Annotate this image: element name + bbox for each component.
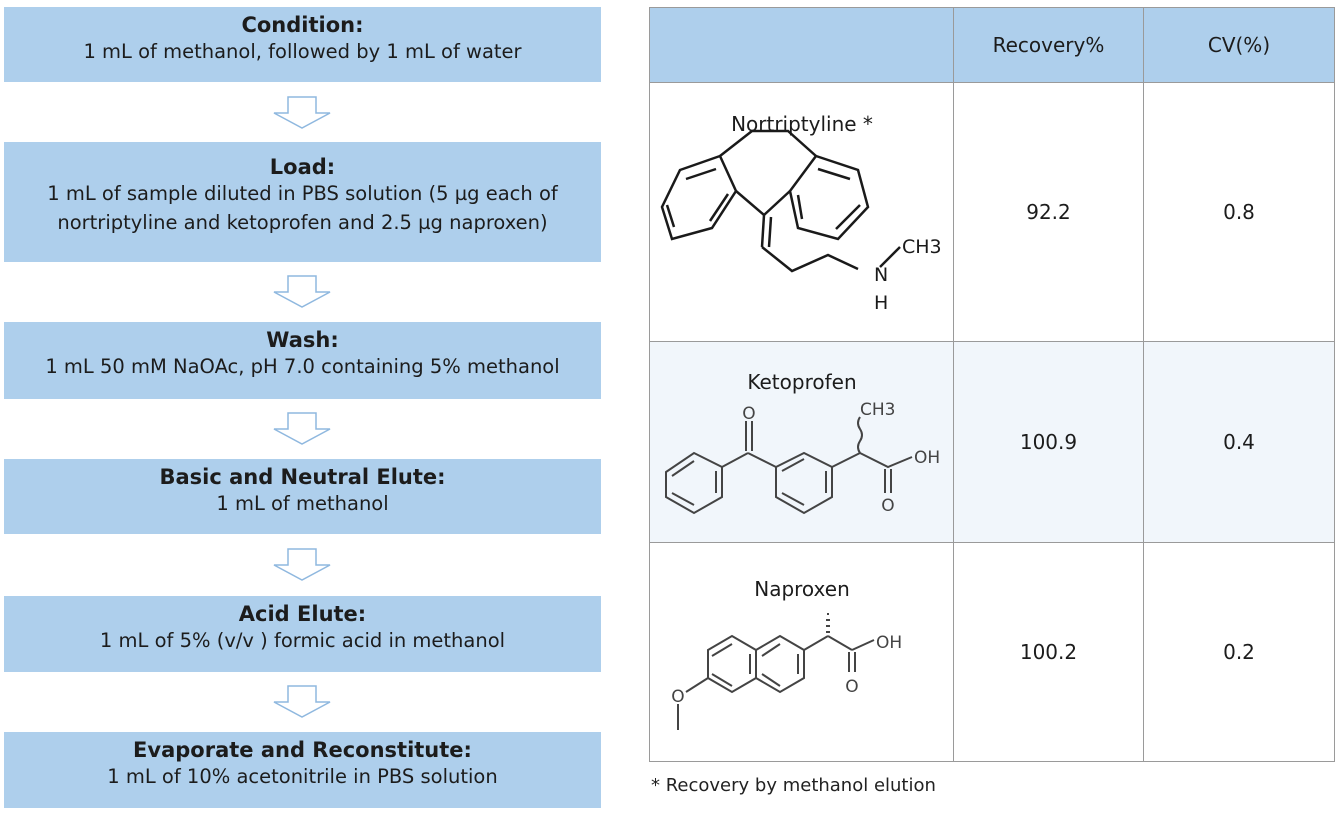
header-recovery: Recovery%	[953, 7, 1144, 83]
atom-label: N	[874, 264, 888, 286]
step-title: Condition:	[241, 13, 364, 37]
atom-label: OH	[914, 448, 940, 468]
step-title: Load:	[269, 155, 336, 179]
step-acid-elute: Acid Elute: 1 mL of 5% (v/v ) formic aci…	[4, 596, 601, 672]
down-arrow-icon	[273, 548, 331, 581]
recovery-cell: 100.2	[953, 542, 1144, 762]
recovery-cell: 100.9	[953, 341, 1144, 543]
cv-cell: 0.4	[1143, 341, 1335, 543]
step-desc: 1 mL of 10% acetonitrile in PBS solution	[107, 765, 498, 788]
compound-name: Nortriptyline *	[731, 112, 873, 136]
step-basic-neutral-elute: Basic and Neutral Elute: 1 mL of methano…	[4, 459, 601, 534]
atom-label: CH3	[902, 236, 942, 258]
table-header-row: Recovery% CV(%)	[649, 7, 1335, 83]
atom-label: OH	[876, 633, 902, 653]
step-evaporate-reconstitute: Evaporate and Reconstitute: 1 mL of 10% …	[4, 732, 601, 808]
naproxen-structure: Naproxen	[671, 577, 902, 730]
compound-cell: Ketoprofen O CH3 OH O	[649, 341, 954, 543]
step-title: Basic and Neutral Elute:	[159, 465, 446, 489]
ketoprofen-structure: Ketoprofen O CH3 OH O	[664, 370, 940, 516]
atom-label: O	[742, 404, 755, 424]
atom-label: O	[845, 677, 858, 697]
down-arrow-icon	[273, 685, 331, 718]
step-desc: 1 mL of methanol	[216, 492, 389, 515]
header-compound	[649, 7, 954, 83]
recovery-cell: 92.2	[953, 82, 1144, 342]
footnote: * Recovery by methanol elution	[651, 775, 936, 796]
atom-label: O	[671, 687, 684, 707]
step-title: Wash:	[266, 328, 339, 352]
compound-name: Ketoprofen	[747, 370, 856, 394]
step-condition: Condition: 1 mL of methanol, followed by…	[4, 7, 601, 82]
atom-label: CH3	[860, 400, 895, 420]
step-desc: 1 mL 50 mM NaOAc, pH 7.0 containing 5% m…	[45, 355, 560, 378]
cv-cell: 0.8	[1143, 82, 1335, 342]
down-arrow-icon	[273, 275, 331, 308]
step-desc: 1 mL of methanol, followed by 1 mL of wa…	[83, 40, 522, 63]
step-title: Acid Elute:	[238, 602, 367, 626]
compound-cell: Naproxen	[649, 542, 954, 762]
cv-cell: 0.2	[1143, 542, 1335, 762]
step-load: Load: 1 mL of sample diluted in PBS solu…	[4, 142, 601, 262]
step-title: Evaporate and Reconstitute:	[133, 738, 472, 762]
atom-label: H	[874, 292, 888, 314]
step-desc: 1 mL of sample diluted in PBS solution (…	[47, 182, 558, 234]
table-row-ketoprofen: Ketoprofen O CH3 OH O	[649, 341, 1335, 543]
compound-cell: Nortriptyline * N H CH3	[649, 82, 954, 342]
recovery-table: Recovery% CV(%) Nortriptyline * N H	[649, 7, 1335, 762]
step-wash: Wash: 1 mL 50 mM NaOAc, pH 7.0 containin…	[4, 322, 601, 399]
down-arrow-icon	[273, 96, 331, 129]
nortriptyline-structure: Nortriptyline * N H CH3	[660, 112, 942, 314]
step-desc: 1 mL of 5% (v/v ) formic acid in methano…	[99, 629, 506, 652]
table-row-naproxen: Naproxen	[649, 542, 1335, 762]
atom-label: O	[881, 496, 894, 516]
compound-name: Naproxen	[754, 577, 850, 601]
down-arrow-icon	[273, 412, 331, 445]
table-row-nortriptyline: Nortriptyline * N H CH3 92.2 0.8	[649, 82, 1335, 342]
header-cv: CV(%)	[1143, 7, 1335, 83]
